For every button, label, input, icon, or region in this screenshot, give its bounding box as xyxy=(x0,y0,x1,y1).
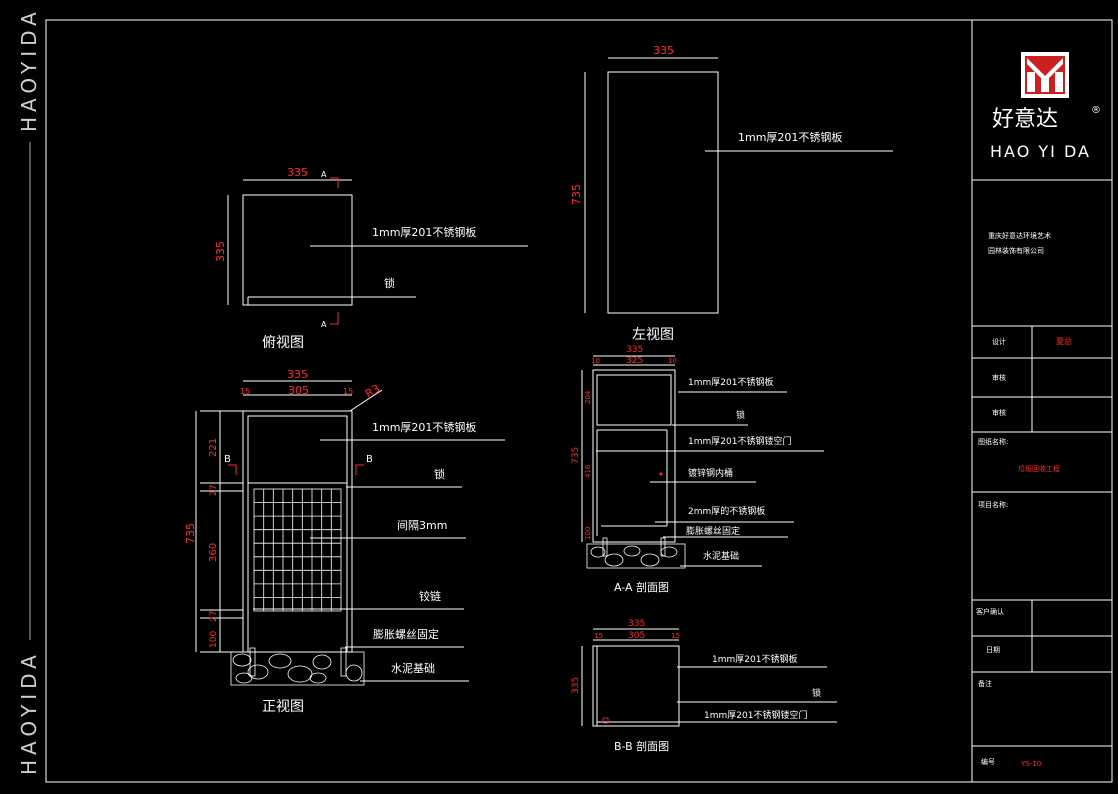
front-view: 335 15 305 15 R3 735 221 27 360 27 100 B… xyxy=(184,368,505,715)
front-dim-side-right: 15 xyxy=(343,387,353,396)
front-dim-height: 735 xyxy=(184,523,197,544)
top-section-mark-a1: A xyxy=(321,170,327,179)
left-dim-height: 735 xyxy=(570,184,583,205)
top-note-plate: 1mm厚201不锈钢板 xyxy=(372,225,476,239)
aa-dim-total: 335 xyxy=(626,345,643,355)
aa-dim-inner: 325 xyxy=(626,356,643,366)
aa-base xyxy=(586,537,686,569)
watermark-top: HAOYIDA xyxy=(17,7,41,132)
aa-note-bolt: 膨胀螺丝固定 xyxy=(686,525,740,537)
front-section-mark-b1: B xyxy=(224,454,231,465)
bb-dim-total: 335 xyxy=(628,619,645,629)
bb-dim-side-left: 15 xyxy=(594,632,603,640)
top-section-mark-a2: A xyxy=(321,320,327,329)
front-grille xyxy=(253,488,342,612)
watermark-bottom: HAOYIDA xyxy=(17,650,41,775)
bb-dim-side-right: 15 xyxy=(671,632,680,640)
aa-note-lock: 锁 xyxy=(736,409,745,421)
front-note-base: 水泥基础 xyxy=(391,662,435,675)
front-dim-total: 335 xyxy=(287,368,308,381)
front-note-bolt: 膨胀螺丝固定 xyxy=(373,627,439,641)
number-value: YS-10 xyxy=(1020,760,1041,768)
front-dim-27a: 27 xyxy=(209,485,219,496)
company-logo xyxy=(1021,52,1069,98)
brand-name-en: HAO YI DA xyxy=(990,142,1091,161)
aa-note-base: 水泥基础 xyxy=(703,550,739,562)
left-dim-width: 335 xyxy=(653,44,674,57)
top-view-title: 俯视图 xyxy=(262,335,304,351)
front-radius: R3 xyxy=(363,382,382,401)
aa-dim-204: 204 xyxy=(584,390,592,404)
aa-note-tube: 镀锌钢内桶 xyxy=(688,467,733,479)
front-note-hinge: 铰链 xyxy=(419,589,441,603)
bb-note-plate: 1mm厚201不锈钢板 xyxy=(712,653,797,665)
bb-section-title: B-B 剖面图 xyxy=(614,739,669,753)
left-note-plate: 1mm厚201不锈钢板 xyxy=(738,130,842,144)
title-block xyxy=(972,179,1112,747)
project-name-label: 项目名称: xyxy=(978,500,1008,509)
note-label: 备注 xyxy=(978,679,992,688)
drawing-name-value: 垃圾回收工程 xyxy=(1018,464,1060,473)
front-note-gap: 间隔3mm xyxy=(397,519,447,532)
front-note-plate: 1mm厚201不锈钢板 xyxy=(372,420,476,434)
front-base xyxy=(230,647,365,686)
left-view-title: 左视图 xyxy=(632,327,674,343)
front-dim-221: 221 xyxy=(208,438,219,457)
approve-label: 审核 xyxy=(992,408,1006,417)
company-line-2: 园林装饰有限公司 xyxy=(988,246,1044,255)
registered-mark: ® xyxy=(1091,105,1101,116)
aa-dim-height: 735 xyxy=(571,447,581,464)
top-note-lock: 锁 xyxy=(384,276,395,290)
bb-note-lock: 锁 xyxy=(812,687,821,699)
section-aa: 335 10 325 10 735 204 416 100 1mm厚201不锈钢… xyxy=(571,345,824,594)
aa-dim-100: 100 xyxy=(584,527,592,540)
front-dim-side-left: 15 xyxy=(240,387,250,396)
top-dim-width: 335 xyxy=(287,166,308,179)
drawing-frame xyxy=(45,19,1113,783)
front-dim-inner: 305 xyxy=(288,384,309,397)
front-note-lock: 锁 xyxy=(434,467,445,481)
front-dim-100: 100 xyxy=(209,631,219,648)
number-label: 编号 xyxy=(981,757,995,766)
front-section-mark-b2: B xyxy=(366,454,373,465)
section-bb: 335 15 305 15 335 1mm厚201不锈钢板 锁 1mm厚201不… xyxy=(571,619,837,753)
date-label: 日期 xyxy=(986,646,1000,654)
left-view: 335 735 1mm厚201不锈钢板 左视图 xyxy=(570,44,893,343)
design-label: 设计 xyxy=(992,337,1006,346)
bb-dim-inner: 305 xyxy=(628,631,645,641)
drawing-name-label: 图纸名称: xyxy=(978,437,1008,446)
brand-name-cn: 好意达 xyxy=(992,107,1058,132)
aa-section-title: A-A 剖面图 xyxy=(614,580,669,594)
front-dim-360: 360 xyxy=(208,543,219,562)
front-dim-27b: 27 xyxy=(209,611,219,622)
design-value: 夏总 xyxy=(1056,336,1072,346)
aa-dim-side-left: 10 xyxy=(591,357,600,365)
aa-dim-416: 416 xyxy=(584,464,592,478)
top-view: 335 335 A A 1mm厚201不锈钢板 锁 俯视图 xyxy=(214,166,528,351)
aa-note-door: 1mm厚201不锈钢镂空门 xyxy=(688,435,791,447)
company-line-1: 重庆好意达环境艺术 xyxy=(988,231,1051,240)
aa-dim-side-right: 10 xyxy=(668,357,677,365)
aa-note-base-plate: 2mm厚的不锈钢板 xyxy=(688,505,765,517)
aa-note-plate: 1mm厚201不锈钢板 xyxy=(688,376,773,388)
review-label: 审核 xyxy=(992,373,1006,382)
bb-dim-depth: 335 xyxy=(571,677,581,694)
bb-note-door: 1mm厚201不锈钢镂空门 xyxy=(704,709,807,721)
client-confirm-label: 客户确认 xyxy=(976,607,1004,616)
top-dim-depth: 335 xyxy=(214,241,227,262)
front-view-title: 正视图 xyxy=(262,699,304,715)
